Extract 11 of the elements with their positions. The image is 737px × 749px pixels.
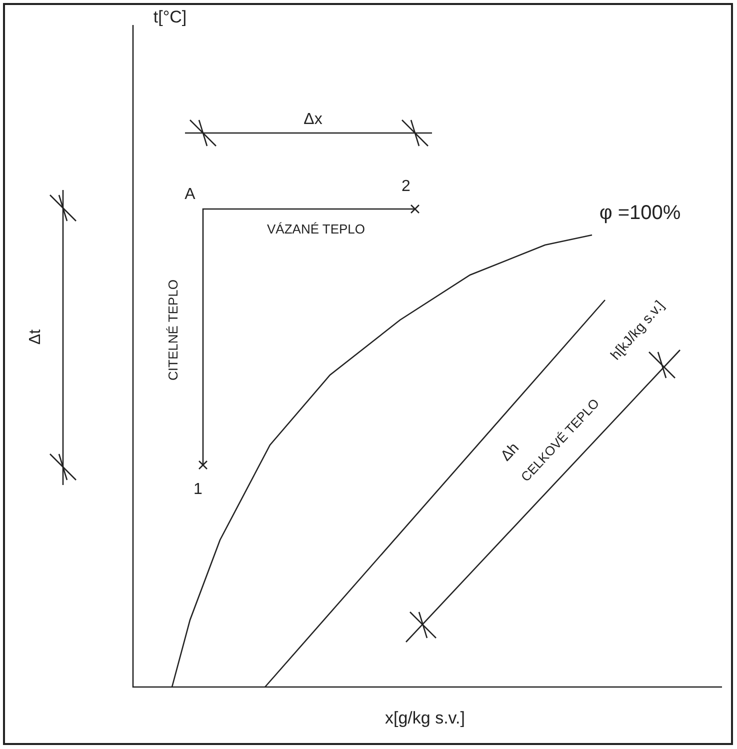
dimension-label: Δx [304,112,322,128]
curve-label: φ =100% [599,203,681,223]
dimension-label: Δt [28,329,44,345]
axis-label: t[°C] [153,8,187,26]
point-label: 1 [194,482,202,498]
process-label: CITELNÉ TEPLO [166,280,180,380]
dimension-label: Δh [498,440,522,464]
point-label: 2 [402,179,410,195]
process-label: VÁZANÉ TEPLO [267,222,365,236]
axis-label: x[g/kg s.v.] [385,710,465,726]
point-label: A [184,187,196,203]
